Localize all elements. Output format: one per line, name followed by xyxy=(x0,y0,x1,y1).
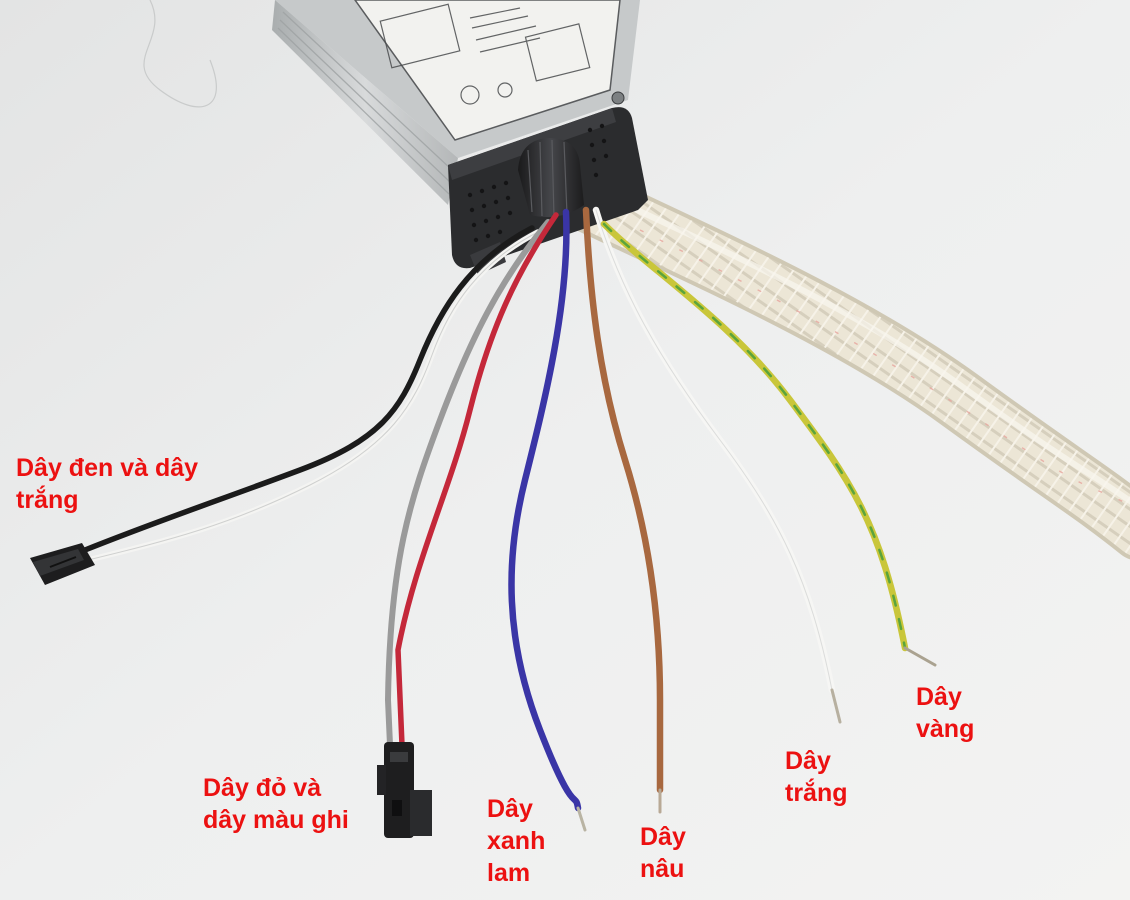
braided-sheath xyxy=(554,169,1130,560)
label-red-grey-wires: Dây đỏ và dây màu ghi xyxy=(203,772,349,836)
vent-holes xyxy=(467,123,609,243)
label-black-white-wires: Dây đen và dây trắng xyxy=(16,452,198,516)
wire-grey xyxy=(384,219,551,748)
label-line: Dây xyxy=(640,823,686,851)
wire-brown xyxy=(582,206,664,794)
wire-connector-icon xyxy=(30,543,95,585)
background-stray-thread xyxy=(143,0,217,108)
wire-red xyxy=(395,212,559,748)
label-line: nâu xyxy=(640,855,685,883)
label-line: vàng xyxy=(916,715,975,743)
label-white-wire: Dây trắng xyxy=(785,745,848,809)
wire-connector-icon xyxy=(377,742,432,838)
label-line: Dây đen và dây xyxy=(16,454,199,482)
wire-blue xyxy=(508,208,582,812)
label-line: trắng xyxy=(785,779,848,807)
label-blue-wire: Dây xanh lam xyxy=(487,793,545,889)
label-line: Dây xyxy=(487,795,533,823)
label-yellow-wire: Dây vàng xyxy=(916,681,974,745)
screw xyxy=(611,91,625,105)
label-line: lam xyxy=(487,859,531,887)
wire-yellow-tip xyxy=(903,646,937,667)
wire-black xyxy=(82,225,535,553)
wire-white-tip xyxy=(830,688,842,724)
label-line: Dây xyxy=(785,747,831,775)
wire-bundle xyxy=(82,206,937,832)
label-line: Dây đỏ và xyxy=(203,774,322,802)
label-brown-wire: Dây nâu xyxy=(640,821,686,885)
label-line: xanh xyxy=(487,827,546,855)
wire-blue-tip xyxy=(576,806,587,832)
driver-label-plate xyxy=(354,0,621,141)
label-line: trắng xyxy=(16,486,79,514)
cable-gland xyxy=(518,138,584,218)
label-line: Dây xyxy=(916,683,962,711)
label-line: dây màu ghi xyxy=(203,806,349,834)
